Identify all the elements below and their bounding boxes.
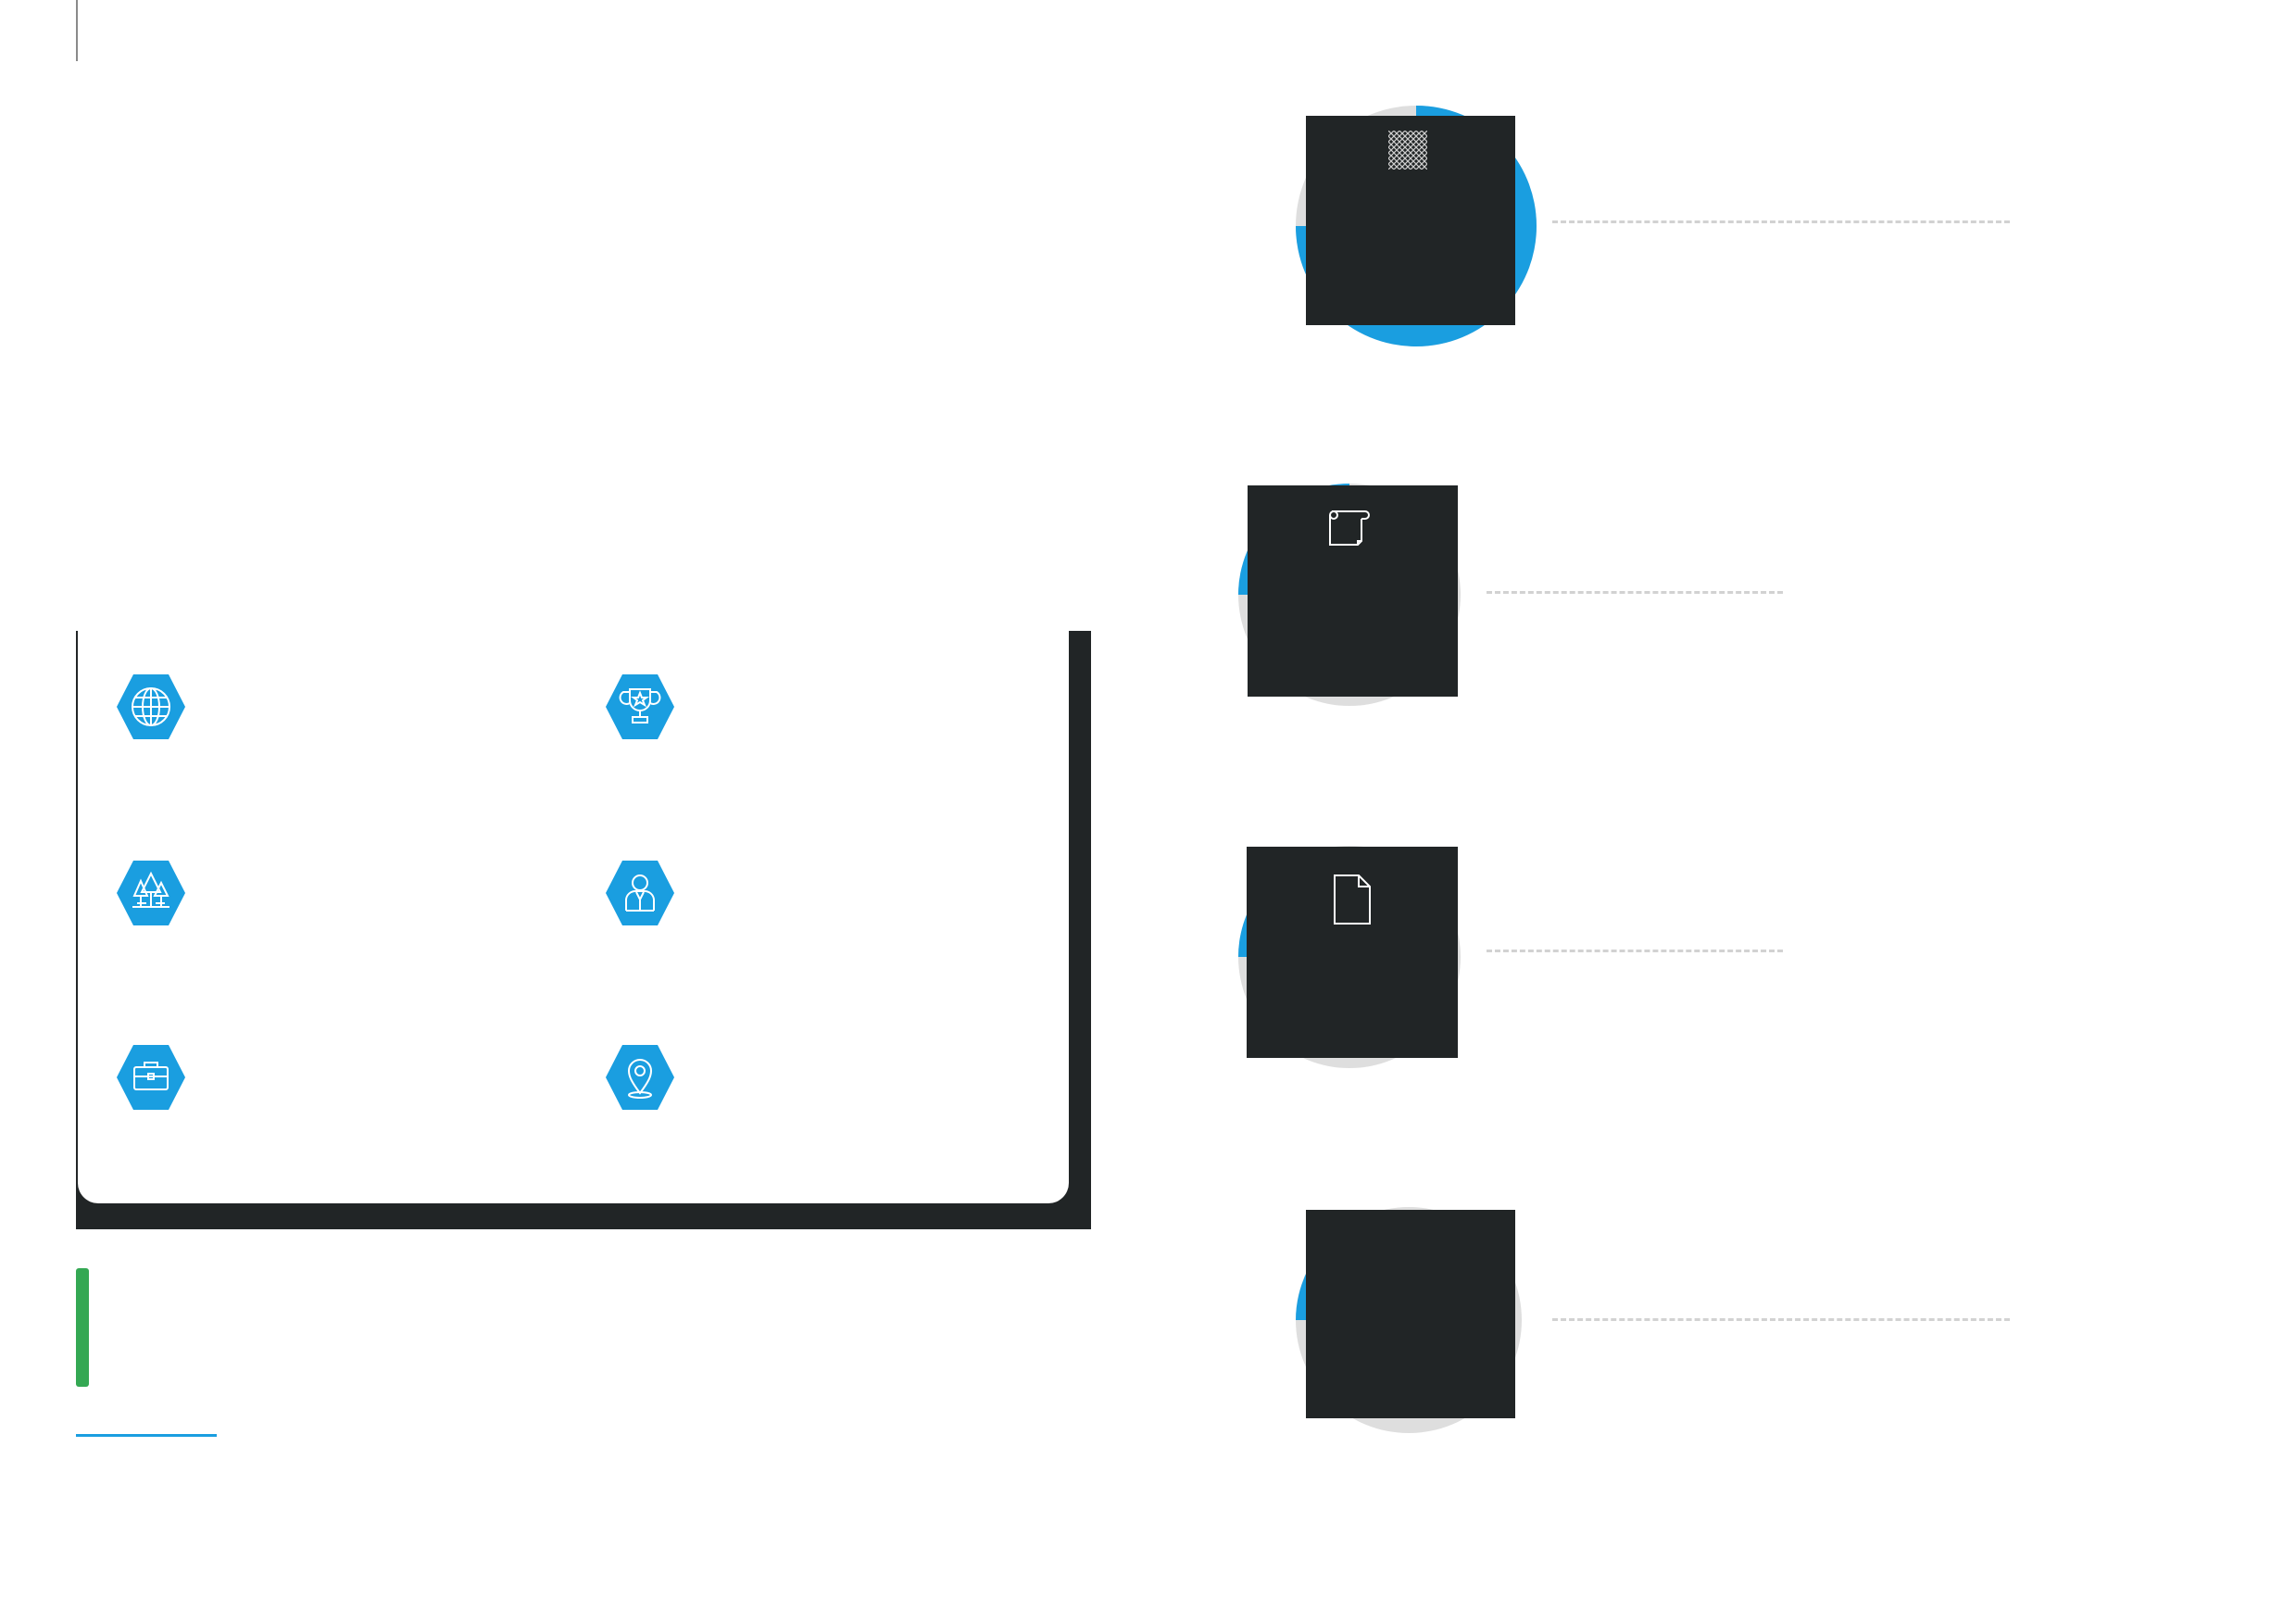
section-accent-bar <box>76 1268 89 1387</box>
top-divider-line <box>76 0 78 61</box>
timeline-tile-3 <box>1247 847 1458 1058</box>
scroll-icon <box>1329 510 1370 546</box>
timeline-connector-4 <box>1552 1318 2010 1321</box>
pattern-icon <box>1388 131 1427 170</box>
businessman-icon <box>606 861 674 925</box>
timeline-connector-3 <box>1487 950 1783 952</box>
timeline-tile-2 <box>1248 485 1458 697</box>
document-icon <box>1334 874 1371 925</box>
globe-icon <box>117 674 185 739</box>
timeline-tile-4 <box>1306 1210 1515 1418</box>
timeline-connector-1 <box>1552 220 2010 223</box>
timeline-connector-2 <box>1487 591 1783 594</box>
location-pin-icon <box>606 1045 674 1110</box>
trees-icon <box>117 861 185 925</box>
feature-panel <box>78 629 1069 1203</box>
section-underline <box>76 1434 217 1437</box>
briefcase-icon <box>117 1045 185 1110</box>
trophy-icon <box>606 674 674 739</box>
